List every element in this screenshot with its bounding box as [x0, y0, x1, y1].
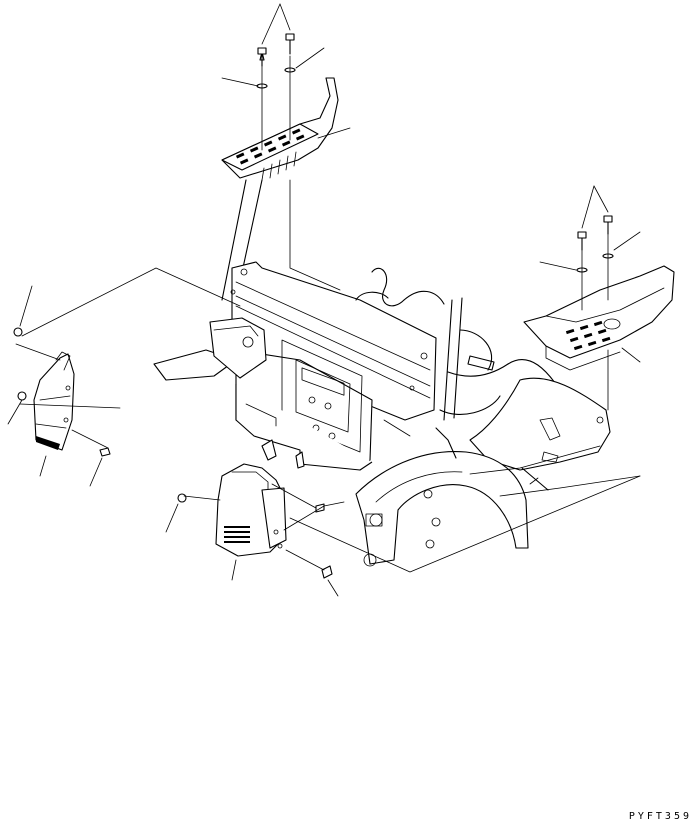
- machine-frame: [154, 180, 610, 566]
- side-cover-left: [34, 352, 74, 450]
- leader-lines: [8, 4, 640, 596]
- step-plate-right: [524, 266, 674, 370]
- step-plate-top: [222, 78, 338, 180]
- drawing-code: PYFT359: [628, 811, 692, 822]
- front-cover: [216, 464, 286, 556]
